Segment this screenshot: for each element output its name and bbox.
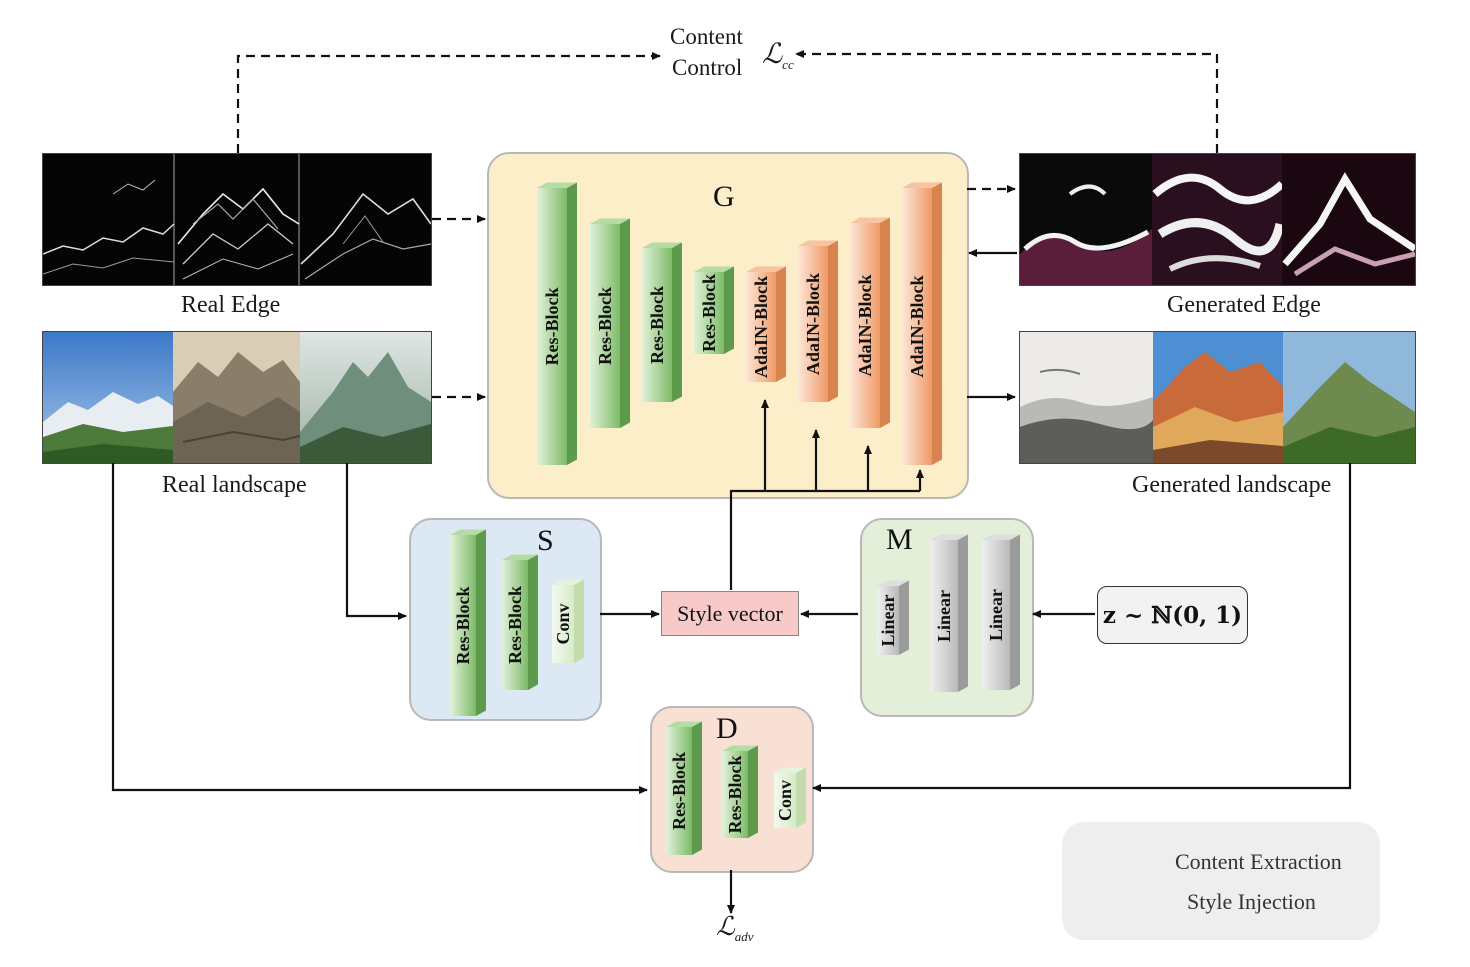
mapping-block-3-label: Linear xyxy=(986,589,1006,641)
discriminator-block-2: Res-Block xyxy=(722,745,758,838)
real-edge-label: Real Edge xyxy=(181,292,281,318)
style-injection-trunk xyxy=(729,489,920,590)
landscape-to-style-encoder-arrow xyxy=(345,463,407,620)
mapping-block-3: Linear xyxy=(982,534,1020,690)
generated-landscape-label: Generated landscape xyxy=(1132,472,1332,498)
generated-edge-label: Generated Edge xyxy=(1167,292,1321,318)
generator-block-4: Res-Block xyxy=(694,266,734,354)
content-control-right-line xyxy=(795,50,1219,153)
discriminator-blocks: Res-Block Res-Block Conv xyxy=(666,721,806,855)
adv-loss-main: ℒ xyxy=(716,912,735,941)
style-encoder-block-1-label: Res-Block xyxy=(453,587,473,665)
style-encoder-block-2-label: Res-Block xyxy=(505,586,525,664)
content-control-label-line2: Control xyxy=(672,55,743,80)
content-control-loss-sub: cc xyxy=(782,57,794,72)
noise-label: z ~ ℕ(0, 1) xyxy=(1102,601,1243,629)
adv-loss-symbol: ℒadv xyxy=(716,912,754,945)
generator-block-1: Res-Block xyxy=(537,182,577,465)
generator-block-1-label: Res-Block xyxy=(542,288,562,366)
discriminator-block-1-label: Res-Block xyxy=(669,752,689,830)
generated-edge-images xyxy=(1019,153,1416,286)
generator-block-7-label: AdaIN-Block xyxy=(855,274,875,376)
style-encoder-block-3-label: Conv xyxy=(553,603,573,644)
mapping-blocks: Linear Linear Linear xyxy=(877,534,1020,692)
real-landscape-images xyxy=(42,331,432,464)
generator-block-6: AdaIN-Block xyxy=(798,240,838,402)
generator-block-2-label: Res-Block xyxy=(595,287,615,365)
style-vector-box: Style vector xyxy=(661,591,799,636)
generated-landscape-images xyxy=(1019,331,1416,464)
style-encoder-title: S xyxy=(537,524,554,557)
adv-loss-sub: adv xyxy=(734,929,754,944)
real-landscape-to-discriminator-arrow xyxy=(111,463,648,794)
mapping-block-2: Linear xyxy=(930,534,968,692)
content-control-loss-main: ℒ xyxy=(762,39,783,70)
generator-blocks: Res-Block Res-Block Res-Block Res-Block AdaI… xyxy=(537,182,942,465)
discriminator-block-3: Conv xyxy=(774,767,806,828)
discriminator-block-1: Res-Block xyxy=(666,721,702,855)
style-vector-label: Style vector xyxy=(677,600,783,626)
generated-landscape-to-discriminator-arrow xyxy=(812,463,1352,792)
mapping-block-2-label: Linear xyxy=(934,590,954,642)
content-control-left-line xyxy=(236,52,661,153)
mapping-block-1: Linear xyxy=(877,580,909,655)
mapping-block-1-label: Linear xyxy=(878,594,898,646)
content-control-label-line1: Content xyxy=(670,24,743,49)
noise-box: z ~ ℕ(0, 1) xyxy=(1097,586,1248,644)
real-landscape-label: Real landscape xyxy=(162,472,307,498)
generator-block-3-label: Res-Block xyxy=(647,286,667,364)
generator-block-8: AdaIN-Block xyxy=(902,182,942,465)
style-encoder-block-3: Conv xyxy=(552,579,584,663)
legend: Content Extraction Style Injection xyxy=(1062,822,1380,940)
generator-title: G xyxy=(713,180,735,213)
generator-block-5: AdaIN-Block xyxy=(746,266,786,382)
generator-block-4-label: Res-Block xyxy=(699,274,719,352)
discriminator-title: D xyxy=(716,712,738,745)
generator-block-6-label: AdaIN-Block xyxy=(803,273,823,375)
mapping-title: M xyxy=(886,523,913,556)
style-encoder-blocks: Res-Block Res-Block Conv xyxy=(450,529,584,716)
content-control-loss-symbol: ℒcc xyxy=(762,37,794,73)
legend-content-extraction: Content Extraction xyxy=(1175,849,1342,874)
generator-block-5-label: AdaIN-Block xyxy=(751,276,771,378)
discriminator-block-3-label: Conv xyxy=(775,780,795,821)
discriminator-block-2-label: Res-Block xyxy=(725,756,745,834)
generator-block-8-label: AdaIN-Block xyxy=(907,275,927,377)
generator-block-2: Res-Block xyxy=(590,218,630,428)
style-encoder-block-2: Res-Block xyxy=(502,554,538,690)
real-edge-images xyxy=(42,153,432,286)
legend-style-injection: Style Injection xyxy=(1187,889,1316,914)
generator-block-7: AdaIN-Block xyxy=(850,217,890,428)
generator-block-3: Res-Block xyxy=(642,242,682,402)
style-encoder-block-1: Res-Block xyxy=(450,529,486,716)
